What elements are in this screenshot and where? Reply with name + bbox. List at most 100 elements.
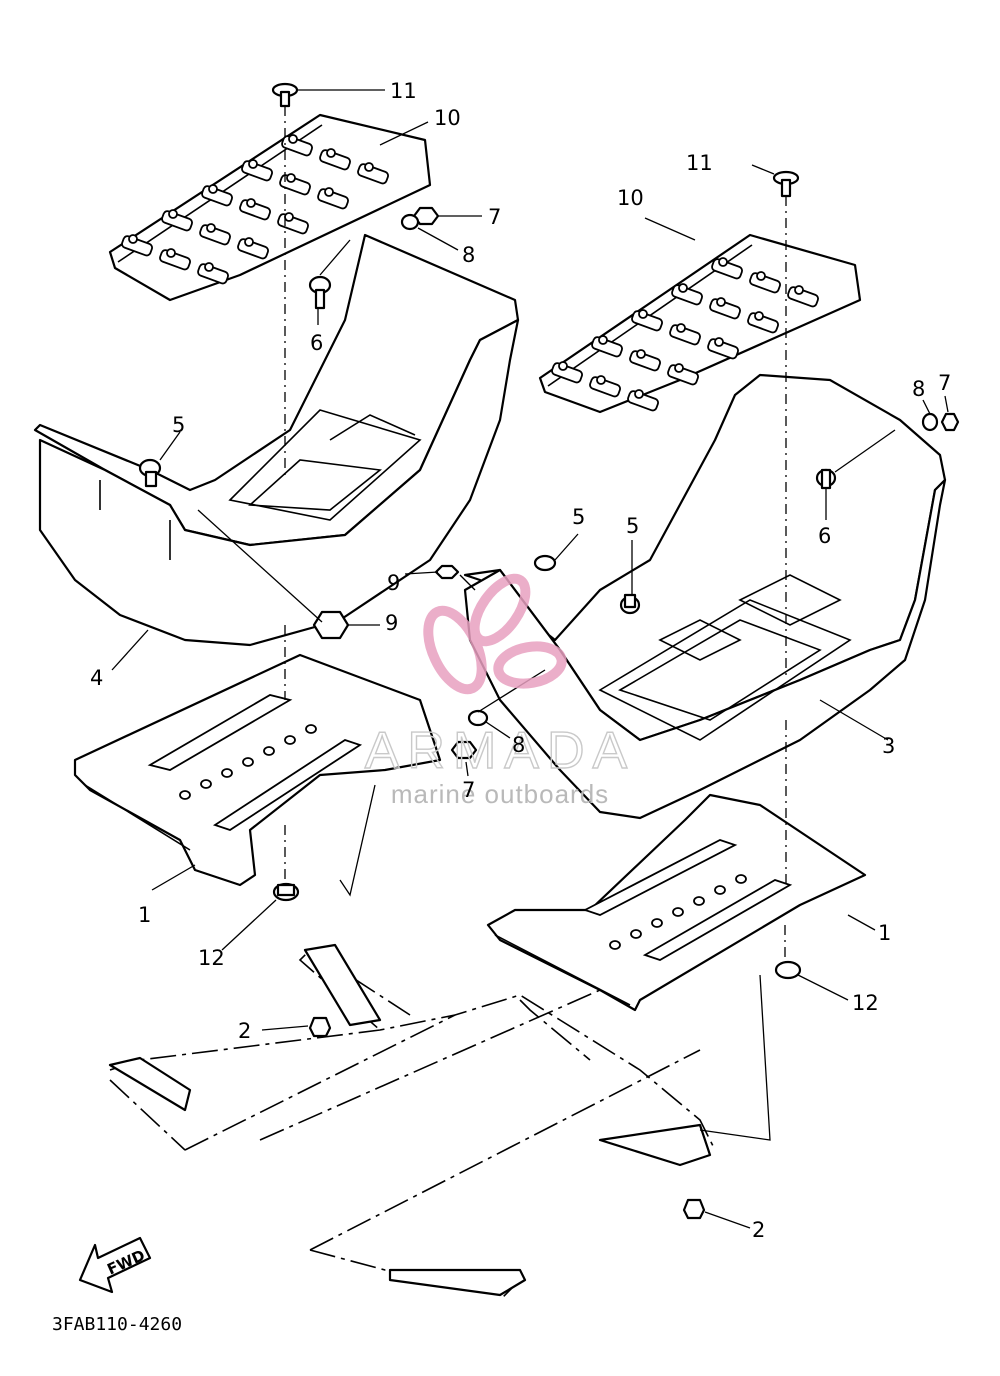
plate-hole (242, 757, 254, 767)
bolt-6-left (308, 275, 332, 310)
board-stud (286, 173, 296, 183)
nut-9-upper (434, 564, 460, 580)
left-foot-guard (33, 233, 520, 647)
nut-7-mid (450, 740, 478, 760)
bolt-5-left (138, 458, 162, 488)
nut-9-lower (312, 610, 350, 640)
callout-12-right: 12 (852, 991, 879, 1015)
board-stud (676, 323, 686, 333)
board-stud (168, 209, 178, 219)
board-stud (596, 375, 606, 385)
board-stud (714, 337, 724, 347)
board-stud (128, 234, 138, 244)
plate-hole (714, 885, 726, 895)
callout-8-mid: 8 (512, 733, 525, 757)
grommet-12-left (272, 882, 300, 902)
board-stud (326, 148, 336, 158)
washer-8-left (400, 213, 420, 231)
callout-7-mid: 7 (462, 778, 475, 802)
plate-hole (651, 918, 663, 928)
assembly-lines (197, 106, 896, 1141)
plate-hole (179, 790, 191, 800)
fwd-arrow: FWD (78, 1236, 152, 1294)
callout-11-left: 11 (390, 79, 417, 103)
callout-7-right: 7 (938, 371, 951, 395)
callout-8-right: 8 (912, 377, 925, 401)
callout-1-left: 1 (138, 903, 151, 927)
plate-hole (693, 896, 705, 906)
board-stud (166, 248, 176, 258)
plate-hole (305, 724, 317, 734)
plate-hole (672, 907, 684, 917)
left-footrest-board (108, 113, 432, 302)
callout-9-b: 9 (385, 611, 398, 635)
board-stud (206, 223, 216, 233)
callout-leaders (111, 89, 949, 1229)
callout-2-left: 2 (238, 1019, 251, 1043)
callout-6-left: 6 (310, 331, 323, 355)
plate-hole (263, 746, 275, 756)
board-stud (754, 311, 764, 321)
bolt-2-right (682, 1198, 706, 1220)
bolt-2-left (308, 1016, 332, 1038)
board-stud (248, 159, 258, 169)
board-stud (634, 389, 644, 399)
bolt-6-right (815, 468, 837, 490)
right-footrest-board (538, 233, 862, 414)
board-stud (364, 162, 374, 172)
nut-7-right (940, 412, 960, 432)
callout-3: 3 (882, 734, 895, 758)
board-stud (718, 257, 728, 267)
washer-8-right (921, 412, 939, 432)
watermark-brand: ARMADA (365, 722, 635, 780)
board-stud (208, 184, 218, 194)
board-stud (246, 198, 256, 208)
plate-hole (221, 768, 233, 778)
callout-1-right: 1 (878, 921, 891, 945)
board-stud (204, 262, 214, 272)
board-stud (756, 271, 766, 281)
bolt-5-mid (533, 554, 557, 572)
callout-labels: 11 10 7 8 6 5 4 9 9 11 10 8 7 6 5 5 3 8 … (90, 79, 951, 1242)
board-stud (678, 283, 688, 293)
plate-hole (735, 874, 747, 884)
callout-8-left: 8 (462, 243, 475, 267)
board-stud (284, 212, 294, 222)
callout-6-right: 6 (818, 524, 831, 548)
diagram-code: 3FAB110-4260 (52, 1314, 182, 1335)
right-footrest-plate (486, 793, 867, 1012)
plate-hole (200, 779, 212, 789)
armada-logo-mark (423, 573, 567, 695)
frame-outline (108, 943, 716, 1301)
washer-8-mid (467, 709, 489, 727)
board-stud (674, 363, 684, 373)
plate-hole (284, 735, 296, 745)
board-stud (324, 187, 334, 197)
callout-12-left: 12 (198, 946, 225, 970)
watermark-tagline: marine outboards (391, 779, 609, 809)
callout-9-a: 9 (387, 571, 400, 595)
callout-5-mid: 5 (572, 505, 585, 529)
callout-11-right: 11 (686, 151, 713, 175)
callout-2-right: 2 (752, 1218, 765, 1242)
callout-5-left: 5 (172, 413, 185, 437)
board-stud (716, 297, 726, 307)
callout-10-left: 10 (434, 106, 461, 130)
plate-hole (630, 929, 642, 939)
screw-11-left (271, 82, 299, 108)
board-stud (598, 335, 608, 345)
board-stud (638, 309, 648, 319)
bolt-5-right (619, 593, 641, 615)
board-stud (794, 285, 804, 295)
board-stud (244, 237, 254, 247)
left-footrest-plate (73, 653, 442, 887)
right-foot-guard (463, 373, 947, 820)
callout-5-right: 5 (626, 514, 639, 538)
screw-11-right (772, 170, 800, 198)
callout-4: 4 (90, 666, 103, 690)
callout-7-left: 7 (488, 205, 501, 229)
board-stud (636, 349, 646, 359)
board-stud (288, 134, 298, 144)
plate-hole (609, 940, 621, 950)
